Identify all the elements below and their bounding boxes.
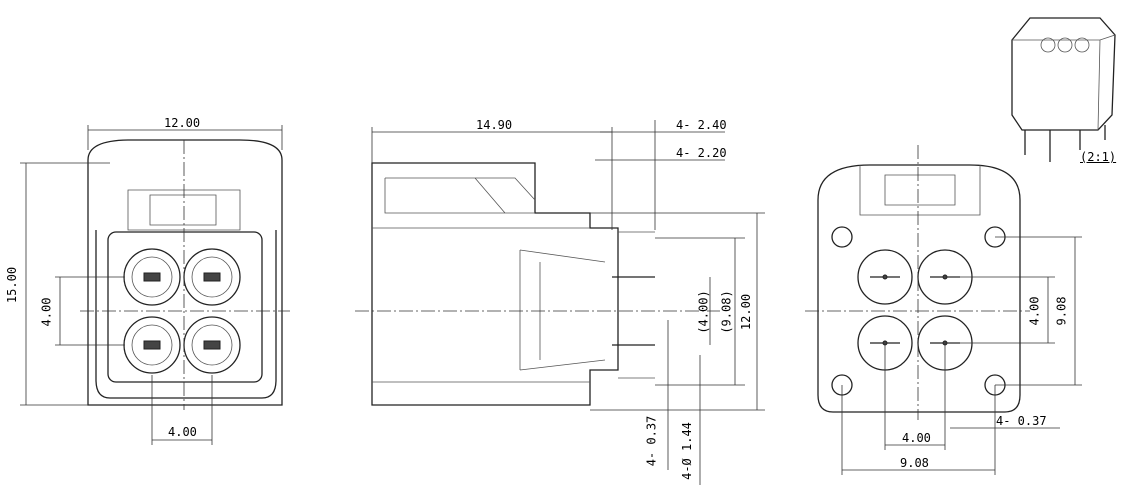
rear-view: [805, 145, 1082, 475]
side-hole-dim: 4-Ø 1.44: [679, 422, 694, 480]
rear-span-v-dim: 9.08: [1054, 296, 1069, 326]
side-pin-dim-2: 4- 2.20: [676, 146, 727, 160]
iso-view: [1011, 17, 1116, 162]
side-height-dim: 12.00: [739, 293, 754, 331]
side-pin-thickness-dim: 4- 0.37: [644, 415, 659, 467]
side-view: [355, 120, 765, 485]
front-view: [20, 125, 290, 445]
front-width-dim: 12.00: [164, 116, 201, 130]
side-pitch-dim: (4.00): [696, 290, 711, 334]
side-span-dim: (9.08): [719, 290, 734, 334]
rear-pitch-v-dim: 4.00: [1027, 296, 1042, 326]
rear-pitch-h-dim: 4.00: [902, 431, 931, 445]
front-pitch-h-dim: 4.00: [168, 425, 197, 439]
side-length-dim: 14.90: [476, 118, 513, 132]
iso-scale-label: (2:1): [1080, 150, 1117, 164]
front-pitch-v-dim: 4.00: [39, 297, 54, 327]
front-height-dim: 15.00: [5, 266, 20, 304]
side-pin-dim-1: 4- 2.40: [676, 118, 727, 132]
rear-pin-dim: 4- 0.37: [996, 414, 1047, 428]
rear-contacts: [857, 249, 973, 371]
rear-span-h-dim: 9.08: [900, 456, 929, 470]
